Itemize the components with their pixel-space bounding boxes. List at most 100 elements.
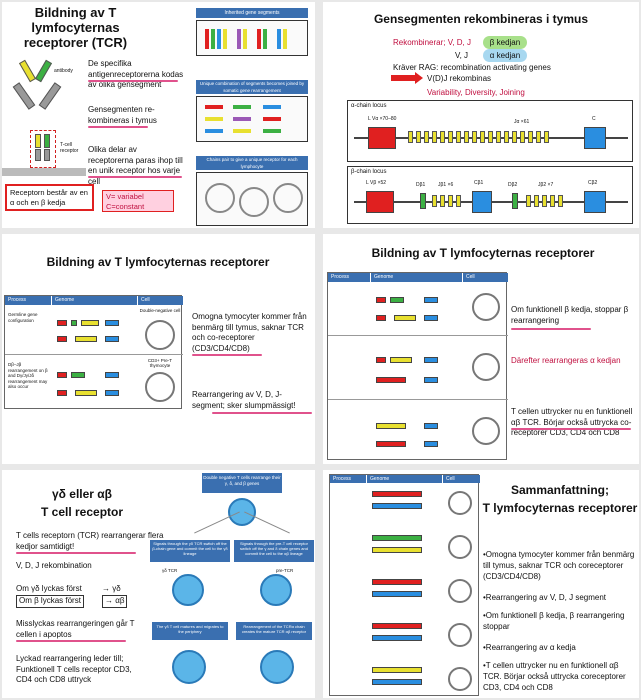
- flow-step-1: Inherited gene segments: [196, 8, 308, 18]
- rekomb-label: Rekombinerar; V, D, J: [393, 38, 471, 47]
- tcell-label: T-cell receptor: [60, 142, 79, 154]
- segment-flow-panel: Inherited gene segments Unique combinati…: [196, 8, 308, 226]
- left-cell: [172, 574, 204, 606]
- arrow-gd: → γδ: [102, 584, 121, 593]
- slide-6: Process Genome Cell Sammanfattning; T ly…: [323, 470, 639, 698]
- alpha-j-segment: [424, 131, 429, 143]
- gene-c: [424, 377, 438, 383]
- alpha-j-segment: [544, 131, 549, 143]
- flow-step-3: Chains pair to give a unique receptor fo…: [196, 156, 308, 170]
- alpha-lv-label: L Vα ×70–80: [368, 116, 397, 122]
- cell-icon: [472, 293, 500, 321]
- beta-j2-segment: [534, 195, 539, 207]
- summary-bullet-5: •T cellen uttrycker nu en funktionell αβ…: [483, 661, 626, 692]
- gene-v: [376, 357, 386, 363]
- col-cell: Cell: [462, 273, 508, 282]
- right-bottom-box: Rearrangement of the TCRα chain creates …: [236, 622, 312, 640]
- vdj-label: V(D)J rekombinas: [427, 74, 492, 83]
- beta-j1-segment: [456, 195, 461, 207]
- gene-v: [376, 315, 386, 321]
- gene-j: [75, 336, 97, 342]
- slide-2: Gensegmenten rekombineras i tymus Rekomb…: [323, 2, 639, 228]
- beta-c2-segment: [584, 191, 606, 213]
- gene-j: [81, 320, 99, 326]
- cell-icon: [448, 535, 472, 559]
- gene-row: [372, 679, 422, 685]
- gene-c: [105, 390, 119, 396]
- gene-v: [57, 320, 67, 326]
- slide-3-title: Bildning av T lymfocyternas receptorer: [46, 255, 270, 269]
- summary-bullet-4: •Rearrangering av α kedja: [483, 643, 576, 652]
- beta-j1-segment: [440, 195, 445, 207]
- gene-c: [424, 297, 438, 303]
- summary-bullet-3: •Om funktionell β kedja, β rearrangering…: [483, 611, 625, 631]
- alpha-j-segment: [464, 131, 469, 143]
- col-genome: Genome: [366, 475, 442, 483]
- col-process: Process: [5, 296, 51, 305]
- legend-box: V= variabel C=constant: [102, 190, 174, 212]
- slide-1-title: Bildning av T lymfocyternas receptorer (…: [23, 5, 128, 50]
- gene-row: [372, 635, 422, 641]
- col-genome: Genome: [51, 296, 137, 305]
- gene-c: [424, 423, 438, 429]
- line-ab: Om β lyckas först: [16, 595, 84, 608]
- beta-locus-box: β-chain locus L Vβ ×52 Dβ1 Jβ1 ×6 Cβ1 Dβ…: [347, 166, 633, 224]
- gene-j: [75, 390, 97, 396]
- alpha-lv-segment: [368, 127, 396, 149]
- left-mature-cell: [172, 650, 206, 684]
- highlight-line: [192, 354, 262, 356]
- highlight-line: [511, 428, 631, 430]
- beta-c2-label: Cβ2: [588, 180, 598, 186]
- slide-5-title-1: γδ eller αβ: [51, 487, 112, 501]
- cell-2-label: CD3+ Pre-T thymocyte: [147, 358, 173, 368]
- row-2-label: Dβ–Jβ rearrangement on β and Dγ/Jγ/Jδ re…: [8, 362, 48, 389]
- cell-icon: [448, 491, 472, 515]
- slide-3-text-2: Rearrangering av V, D, J-segment; sker s…: [192, 390, 296, 410]
- alpha-j-segment: [528, 131, 533, 143]
- cell-icon: [472, 353, 500, 381]
- legend-v: V= variabel: [106, 192, 144, 201]
- gene-d: [71, 320, 77, 326]
- gene-c: [105, 336, 119, 342]
- red-arrow-head-icon: [415, 72, 423, 84]
- highlight-line: [88, 126, 148, 128]
- slide-4: Bildning av T lymfocyternas receptorer P…: [323, 234, 639, 464]
- alpha-c-label: C: [592, 116, 596, 122]
- beta-lv-segment: [366, 191, 394, 213]
- gene-row: [372, 491, 422, 497]
- slide-4-text-2: Därefter rearrangeras α kedjan: [511, 356, 621, 365]
- slide-4-text-1: Om funktionell β kedja, stoppar β rearra…: [511, 305, 629, 325]
- alpha-j-segment: [432, 131, 437, 143]
- slide-3: Bildning av T lymfocyternas receptorer P…: [2, 234, 315, 464]
- gene-v: [376, 297, 386, 303]
- alpha-j-segment: [520, 131, 525, 143]
- slide-3-text-1: Omogna tymocyter kommer från benmärg til…: [192, 312, 307, 353]
- alpha-j-segment: [480, 131, 485, 143]
- beta-d1-label: Dβ1: [416, 182, 426, 188]
- slide-5-text-2: V, D, J rekombination: [16, 561, 92, 570]
- red-arrow-icon: [391, 75, 417, 81]
- legend-c: C=constant: [106, 202, 145, 211]
- gene-j: [394, 315, 416, 321]
- gene-row: [372, 591, 422, 597]
- summary-table: Process Genome Cell: [329, 474, 480, 696]
- highlight-line: [511, 328, 591, 330]
- row-1-label: Germline gene configuration: [8, 312, 38, 323]
- beta-locus-label: β-chain locus: [351, 169, 387, 175]
- gene-c: [105, 372, 119, 378]
- slide-4-title: Bildning av T lymfocyternas receptorer: [371, 246, 595, 260]
- gene-row: [372, 579, 422, 585]
- gene-c: [424, 357, 438, 363]
- col-process: Process: [330, 475, 366, 483]
- tcell-receptor-drawing: [30, 130, 56, 168]
- flow-step-2: Unique combination of segments becomes j…: [196, 80, 308, 94]
- lineage-top-cell: [228, 498, 256, 526]
- antibody-label: antibody: [54, 68, 73, 74]
- slide-1: Bildning av T lymfocyternas receptorer (…: [2, 2, 315, 228]
- cell-1-icon: [145, 320, 175, 350]
- slide-5-title-2: T cell receptor: [40, 505, 124, 519]
- gene-vj: [376, 423, 406, 429]
- col-cell: Cell: [442, 475, 480, 483]
- slide-6-title-1: Sammanfattning;: [510, 483, 609, 497]
- gd-tcr-label: γδ TCR: [162, 568, 178, 573]
